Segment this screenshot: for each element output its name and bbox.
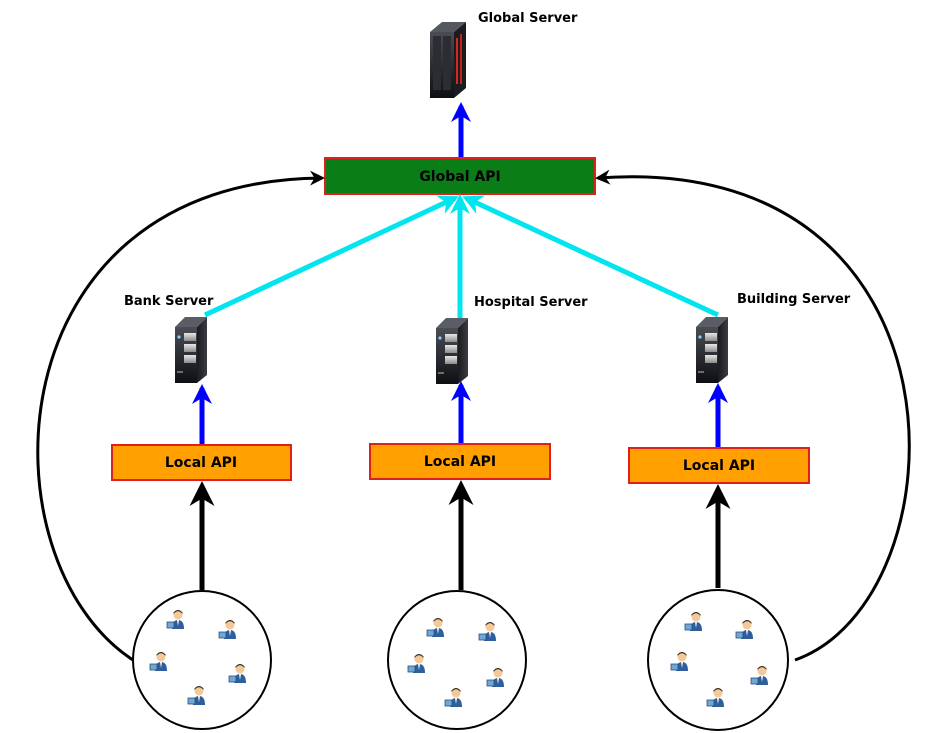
building-server-label: Building Server [737,292,851,307]
local-api-label: Local API [424,454,496,470]
left-bypass-curve-arrow [36,170,325,662]
building-to-global-api-arrow [462,195,720,318]
building-server: Building Server [696,292,851,383]
local-api-building: Local API [628,447,810,484]
rack-server-icon [430,22,466,98]
global-server-label: Global Server [478,11,578,26]
bank-to-global-api-arrow [203,195,459,318]
hospital-server: Hospital Server [436,295,588,384]
local-api-box [369,443,551,480]
right-bypass-curve-arrow [595,169,911,662]
global-api-box [324,157,596,195]
user-group-building [647,589,789,731]
global-api: Global API [324,157,596,195]
tower-server-icon [175,317,207,383]
bank-server-label: Bank Server [124,294,214,309]
user-group-hospital [387,590,527,730]
user-group-circle [387,590,527,730]
bank-server: Bank Server [124,294,214,383]
tower-server-icon [696,317,728,383]
local-api-hospital: Local API [369,443,551,480]
local-api-box [628,447,810,484]
user-group-bank [132,590,272,730]
global-api-label: Global API [419,169,500,185]
local-api-box [111,444,292,481]
local-api-bank: Local API [111,444,292,481]
local-api-label: Local API [165,455,237,471]
user-group-circle [647,589,789,731]
local-api-label: Local API [683,458,755,474]
user-group-circle [132,590,272,730]
tower-server-icon [436,318,468,384]
hospital-server-label: Hospital Server [474,295,588,310]
global-server: Global Server [430,11,578,98]
